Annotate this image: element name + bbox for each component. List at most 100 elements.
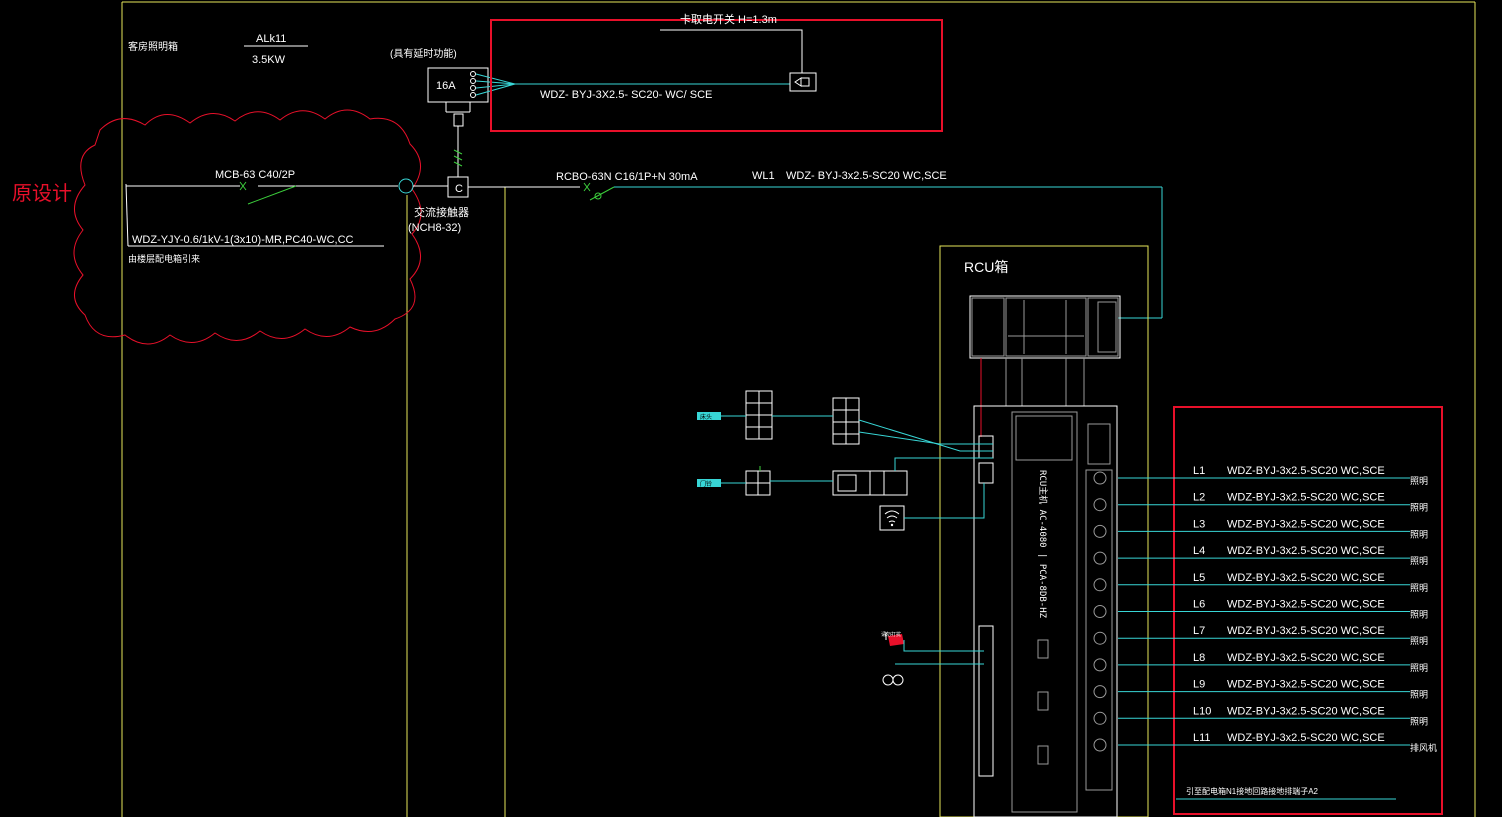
- output-circuit-load: 照明: [1410, 583, 1428, 593]
- revision-mark: 原设计: [12, 181, 72, 205]
- rcu-din-modules: [969, 295, 1121, 359]
- lamp-tag-label: 请勿打扰: [881, 631, 901, 638]
- card-switch-rating: 16A: [436, 80, 456, 92]
- output-terminal: [1093, 685, 1107, 699]
- rcu-module-text: RCU主机 AC-4080 | PCA-8DB-HZ: [1037, 470, 1049, 619]
- highlight-box-outputs: [1173, 406, 1443, 815]
- output-circuit-id: L6: [1193, 599, 1205, 611]
- rcbo-cable: WDZ- BYJ-3x2.5-SC20 WC,SCE: [786, 170, 947, 182]
- output-circuit-row: L2 WDZ-BYJ-3x2.5-SC20 WC,SCE 照明: [1093, 492, 1428, 513]
- output-circuit-cable: WDZ-BYJ-3x2.5-SC20 WC,SCE: [1227, 518, 1385, 530]
- device-tag-bottom-label: 门铃: [700, 480, 712, 488]
- rcu-main-module: [973, 405, 1118, 817]
- card-switch-box: [427, 67, 489, 103]
- output-terminal: [1093, 578, 1107, 592]
- output-circuit-cable: WDZ-BYJ-3x2.5-SC20 WC,SCE: [1227, 572, 1385, 584]
- card-switch-leader: [660, 29, 803, 73]
- rcu-rails: [1005, 358, 1085, 406]
- rcbo-circuit: WL1: [752, 170, 775, 182]
- rcbo-breaker: RCBO-63N C16/1P+N 30mA: [556, 171, 698, 183]
- card-switch-cable: WDZ- BYJ-3X2.5- SC20- WC/ SCE: [540, 89, 712, 101]
- output-circuit-load: 照明: [1410, 610, 1428, 620]
- output-circuit-load: 照明: [1410, 690, 1428, 700]
- output-terminal: [1093, 711, 1107, 725]
- output-terminal: [1093, 631, 1107, 645]
- output-circuit-cable: WDZ-BYJ-3x2.5-SC20 WC,SCE: [1227, 492, 1385, 504]
- output-circuit-cable: WDZ-BYJ-3x2.5-SC20 WC,SCE: [1227, 625, 1385, 637]
- incoming-feeder: [125, 178, 448, 247]
- output-circuit-row: L5 WDZ-BYJ-3x2.5-SC20 WC,SCE 照明: [1093, 572, 1428, 593]
- card-switch-delay-note: (具有延时功能): [390, 47, 457, 60]
- drawing-frame: [121, 1, 1476, 817]
- output-circuit-cable: WDZ-BYJ-3x2.5-SC20 WC,SCE: [1227, 599, 1385, 611]
- output-circuit-row: L8 WDZ-BYJ-3x2.5-SC20 WC,SCE 照明: [1093, 652, 1428, 673]
- incoming-breaker: MCB-63 C40/2P: [215, 169, 295, 181]
- device-tag-top-label: 床头: [700, 413, 712, 421]
- output-circuit-row: L1 WDZ-BYJ-3x2.5-SC20 WC,SCE 照明: [1093, 465, 1428, 486]
- output-terminal: [1093, 471, 1107, 485]
- output-circuit-id: L8: [1193, 652, 1205, 664]
- output-circuit-row: L6 WDZ-BYJ-3x2.5-SC20 WC,SCE 照明: [1093, 599, 1428, 620]
- output-circuit-row: L11 WDZ-BYJ-3x2.5-SC20 WC,SCE 排风机: [1093, 732, 1437, 753]
- device-panel-top: [720, 390, 993, 452]
- output-circuit-load: 照明: [1410, 716, 1428, 726]
- output-terminal: [1093, 658, 1107, 672]
- output-circuit-id: L5: [1193, 572, 1205, 584]
- output-circuit-cable: WDZ-BYJ-3x2.5-SC20 WC,SCE: [1227, 545, 1385, 557]
- output-circuit-load: 照明: [1410, 663, 1428, 673]
- panel-id: ALk11: [256, 33, 286, 45]
- card-switch-height-label: 卡取电开关 H=1.3m: [680, 12, 777, 26]
- output-circuit-load: 照明: [1410, 476, 1428, 486]
- highlight-box-card-switch: [490, 19, 943, 132]
- output-terminal: [1093, 524, 1107, 538]
- output-circuit-id: L2: [1193, 492, 1205, 504]
- output-circuit-id: L1: [1193, 465, 1205, 477]
- device-tag-bottom: [697, 479, 721, 487]
- wifi-icon: [879, 483, 985, 531]
- revision-cloud: [73, 109, 422, 345]
- contactor-model: (NCH8-32): [408, 222, 461, 234]
- output-circuit-load: 照明: [1410, 556, 1428, 566]
- device-tag-top: [697, 412, 721, 420]
- output-circuit-row: L7 WDZ-BYJ-3x2.5-SC20 WC,SCE 照明: [1093, 625, 1428, 646]
- output-circuit-cable: WDZ-BYJ-3x2.5-SC20 WC,SCE: [1227, 652, 1385, 664]
- rcbo-feeder: [468, 182, 1163, 319]
- output-terminal: [1093, 498, 1107, 512]
- output-circuit-cable: WDZ-BYJ-3x2.5-SC20 WC,SCE: [1227, 732, 1385, 744]
- contactor-symbol: C: [455, 183, 463, 195]
- output-circuit-row: L9 WDZ-BYJ-3x2.5-SC20 WC,SCE 照明: [1093, 679, 1428, 700]
- incoming-source-note: 由楼层配电箱引来: [128, 253, 200, 264]
- contactor-name: 交流接触器: [414, 205, 469, 219]
- contactor-coil-hatch: [453, 149, 463, 167]
- output-terminal: [1093, 738, 1107, 752]
- card-switch-icon: [794, 77, 810, 87]
- output-circuit-id: L3: [1193, 518, 1205, 530]
- card-switch-contacts: [445, 71, 516, 127]
- rcu-title: RCU箱: [964, 259, 1008, 275]
- output-circuit-load: 排风机: [1410, 742, 1437, 753]
- panel-room-label: 客房照明箱: [128, 40, 178, 53]
- lamp-icon: [882, 632, 984, 686]
- output-circuit-id: L7: [1193, 625, 1205, 637]
- output-circuit-id: L10: [1193, 705, 1211, 717]
- output-circuit-cable: WDZ-BYJ-3x2.5-SC20 WC,SCE: [1227, 679, 1385, 691]
- card-switch-symbol: [789, 72, 817, 92]
- output-circuit-load: 照明: [1410, 636, 1428, 646]
- output-circuit-row: L4 WDZ-BYJ-3x2.5-SC20 WC,SCE 照明: [1093, 545, 1428, 566]
- output-circuit-id: L11: [1193, 732, 1211, 744]
- output-terminal: [1093, 605, 1107, 618]
- output-terminal: [1093, 551, 1107, 565]
- output-circuit-id: L9: [1193, 679, 1205, 691]
- output-circuit-load: 照明: [1410, 529, 1428, 539]
- output-circuit-row: L3 WDZ-BYJ-3x2.5-SC20 WC,SCE 照明: [1093, 518, 1428, 539]
- device-panel-bottom: [720, 457, 993, 496]
- incoming-cable: WDZ-YJY-0.6/1kV-1(3x10)-MR,PC40-WC,CC: [132, 234, 354, 246]
- output-circuit-load: 照明: [1410, 503, 1428, 513]
- bottom-note: 引至配电箱N1接地回路接地排端子A2: [1186, 786, 1319, 796]
- panel-power: 3.5KW: [252, 54, 286, 66]
- output-circuit-id: L4: [1193, 545, 1205, 557]
- output-circuit-cable: WDZ-BYJ-3x2.5-SC20 WC,SCE: [1227, 465, 1385, 477]
